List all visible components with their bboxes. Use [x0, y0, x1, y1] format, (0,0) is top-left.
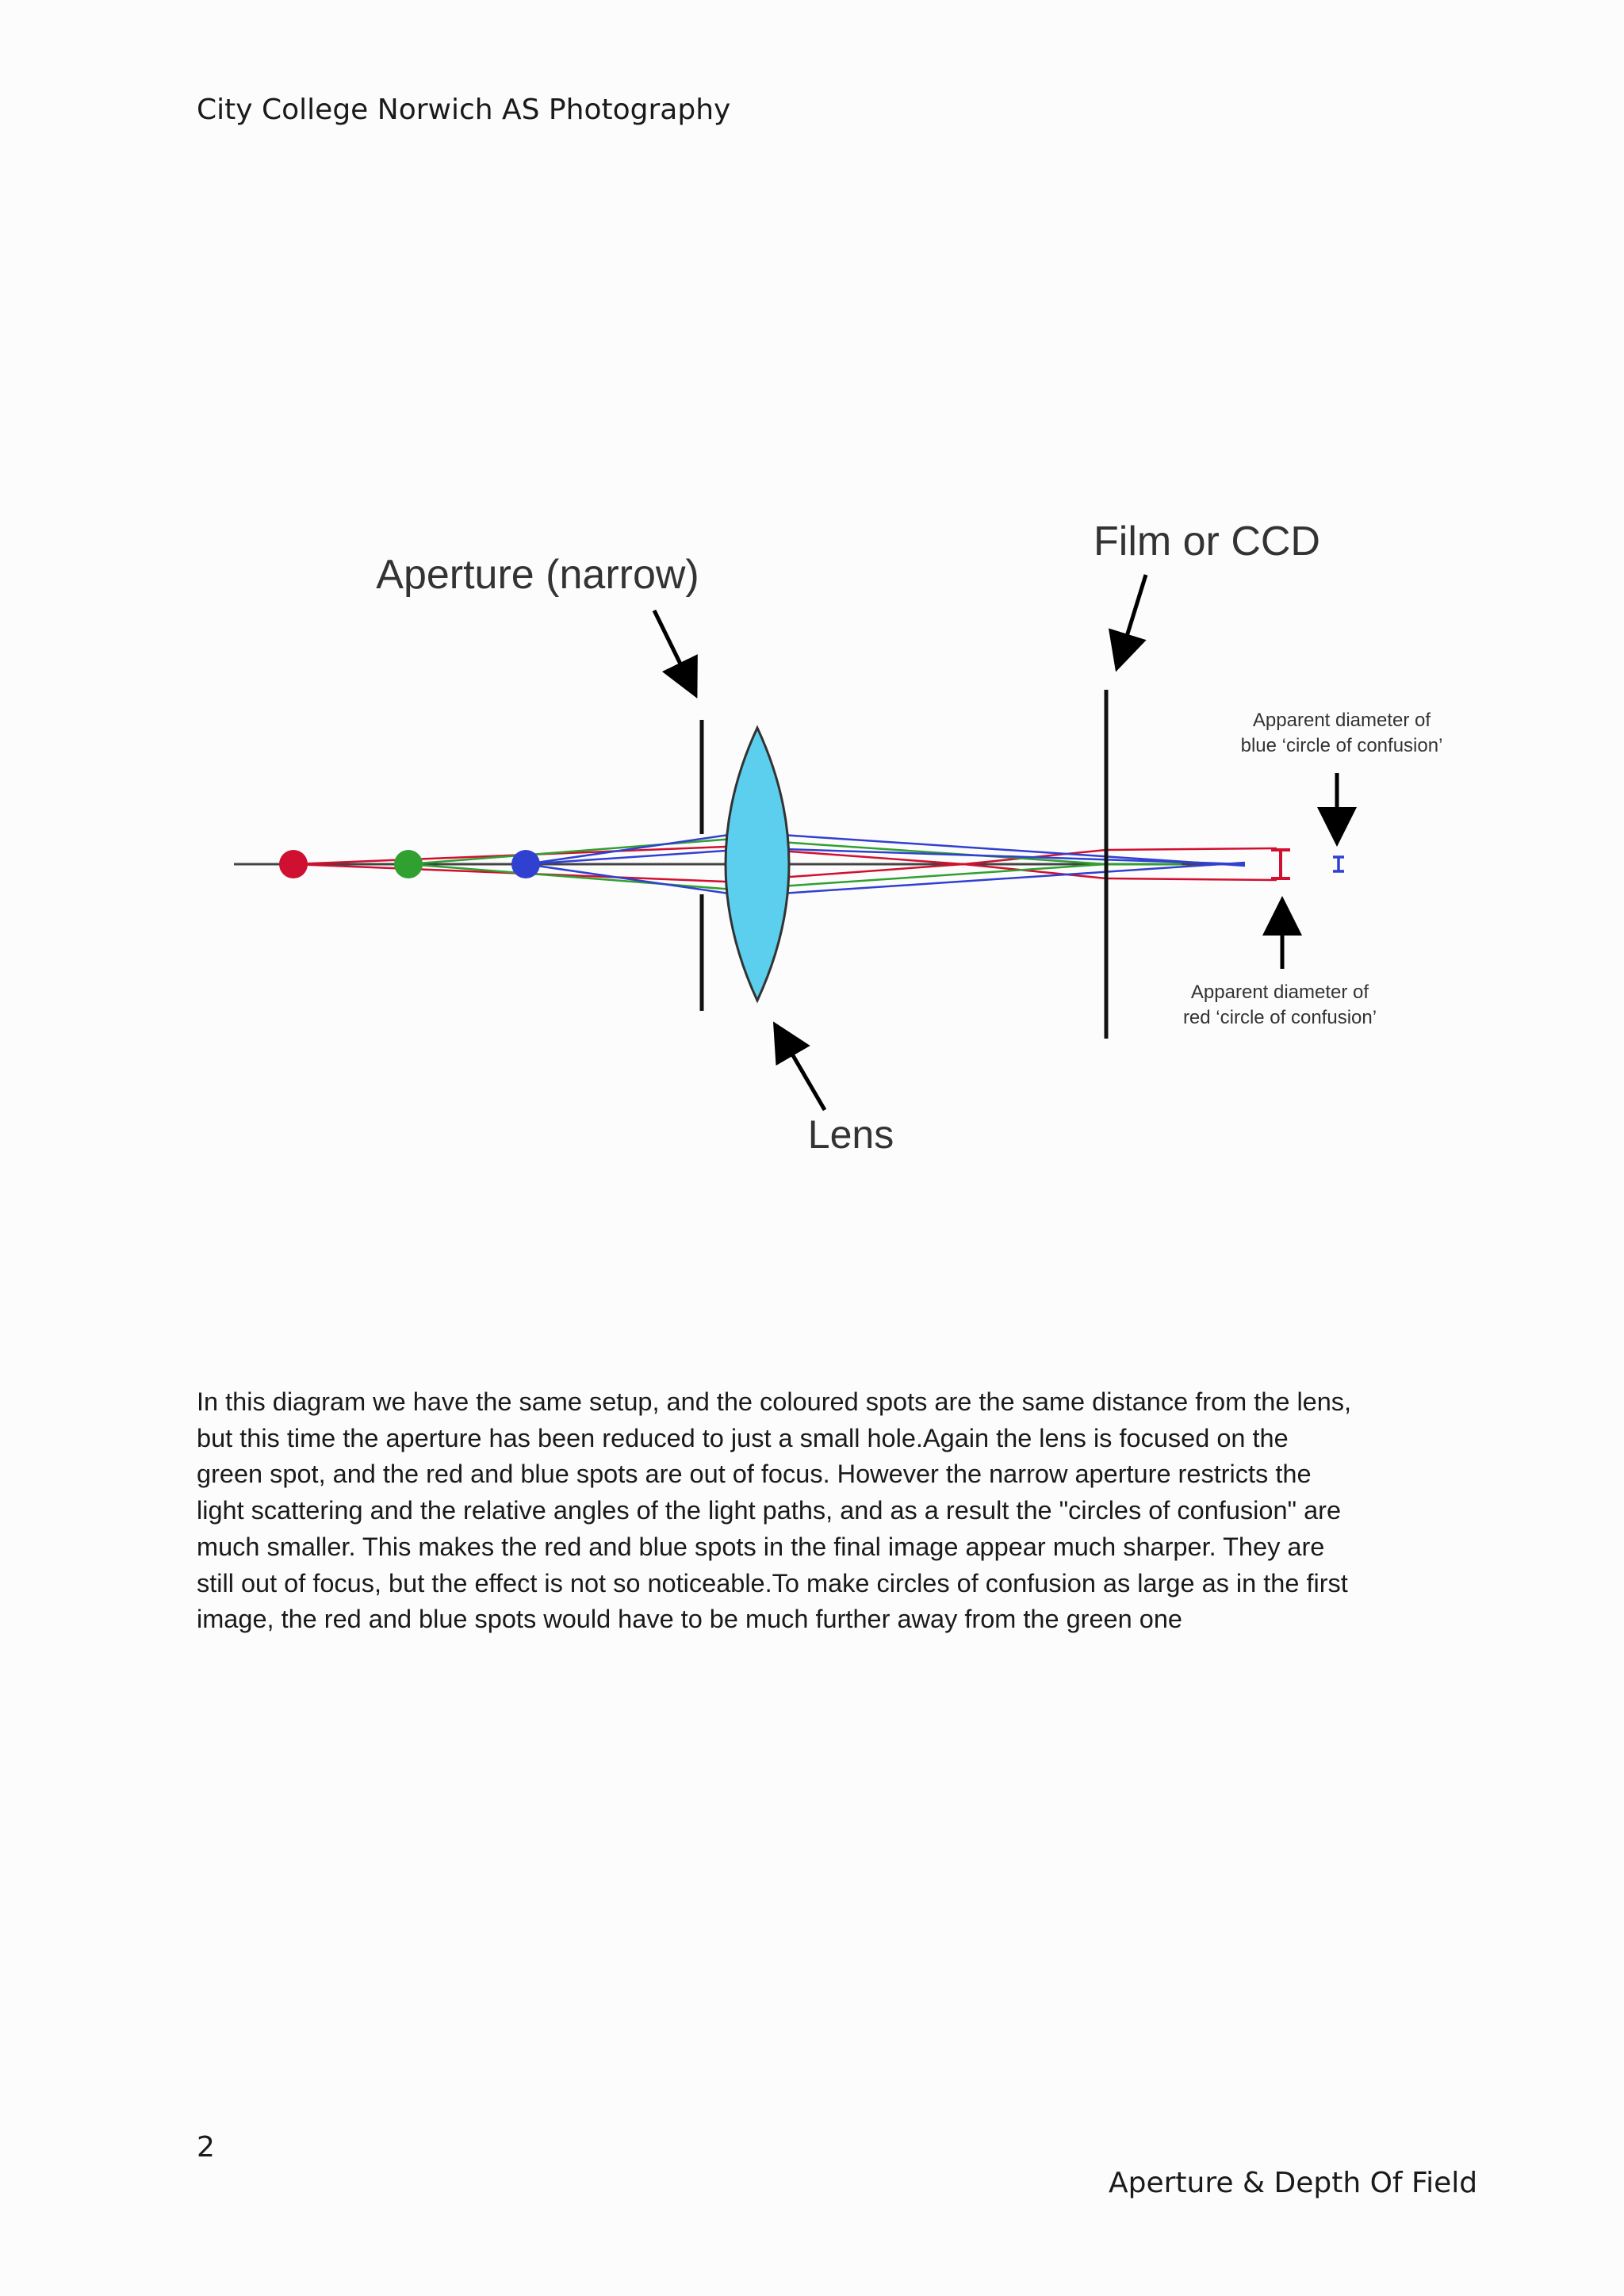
page-number: 2: [197, 2131, 215, 2164]
film-arrow: [1108, 574, 1148, 672]
body-line: green spot, and the red and blue spots a…: [197, 1460, 1312, 1489]
body-paragraph: In this diagram we have the same setup, …: [197, 1384, 1450, 1638]
aperture-arrow: [652, 609, 698, 698]
red-rays: [293, 845, 1277, 883]
film-label: Film or CCD: [1094, 519, 1320, 564]
blue-spot: [511, 850, 540, 878]
footer-title: Aperture & Depth Of Field: [1109, 2167, 1478, 2199]
lens: [724, 725, 791, 1004]
red-spot: [279, 850, 308, 878]
blue-coc-label-line1: Apparent diameter of: [1253, 710, 1431, 731]
lens-label: Lens: [808, 1112, 894, 1157]
body-line: image, the red and blue spots would have…: [197, 1605, 1182, 1634]
red-coc-label-line2: red ‘circle of confusion’: [1183, 1007, 1377, 1028]
blue-coc-marker: [1333, 855, 1344, 873]
green-spot: [394, 850, 423, 878]
green-rays: [408, 837, 1182, 891]
body-line: light scattering and the relative angles…: [197, 1496, 1342, 1525]
lens-arrow: [772, 1021, 827, 1112]
aperture-diagram: Aperture (narrow) Film or CCD Lens Appar…: [234, 519, 1443, 1157]
red-coc-marker: [1271, 848, 1290, 880]
red-coc-label-line1: Apparent diameter of: [1191, 982, 1369, 1003]
body-line: but this time the aperture has been redu…: [197, 1423, 1289, 1452]
aperture-label: Aperture (narrow): [376, 552, 699, 598]
body-line: still out of focus, but the effect is no…: [197, 1568, 1348, 1598]
body-line: much smaller. This makes the red and blu…: [197, 1532, 1325, 1561]
blue-coc-label-line2: blue ‘circle of confusion’: [1241, 735, 1443, 756]
page-header: City College Norwich AS Photography: [197, 94, 731, 126]
body-line: In this diagram we have the same setup, …: [197, 1387, 1352, 1416]
